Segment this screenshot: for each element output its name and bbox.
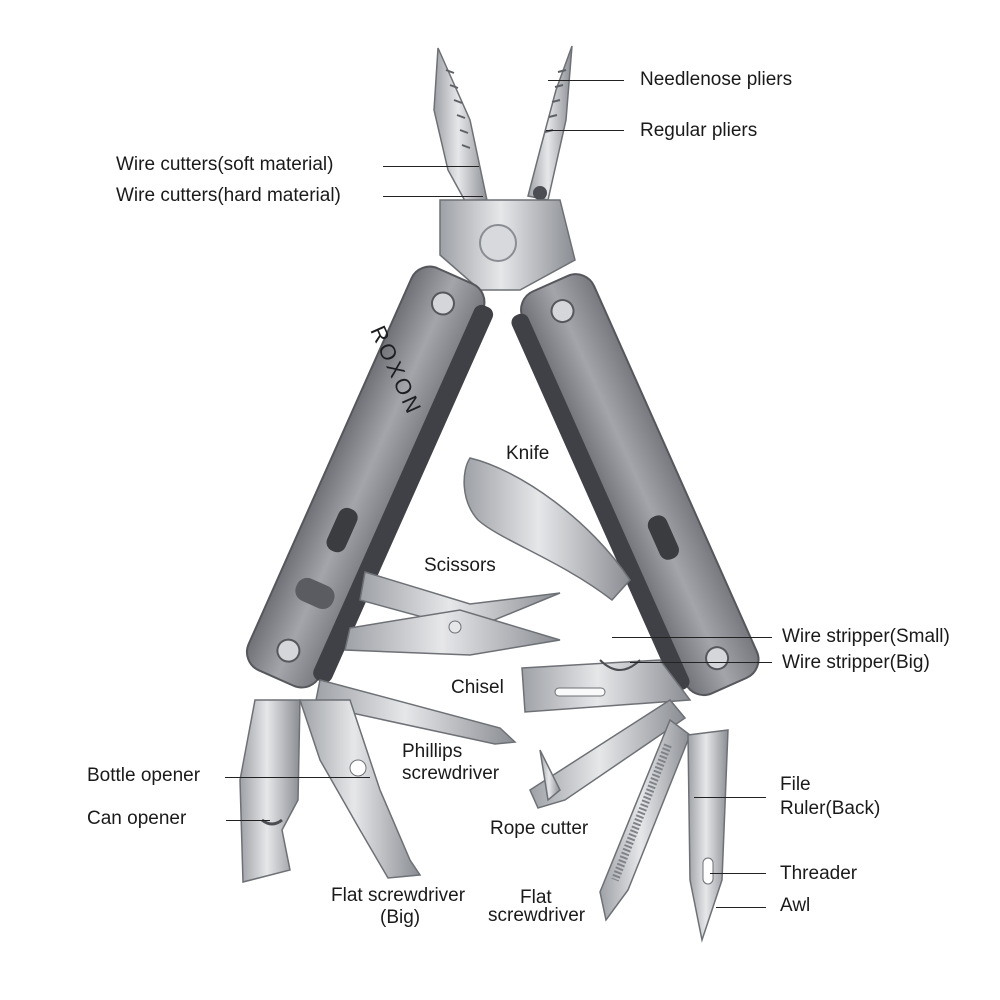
left-handle — [245, 265, 494, 689]
right-handle — [511, 273, 760, 697]
label-rope-cutter: Rope cutter — [490, 818, 589, 839]
label-knife: Knife — [506, 443, 550, 464]
leader-wire-stripper-big — [630, 662, 772, 663]
leader-regular-pliers — [546, 130, 624, 131]
label-wire-cutters-hard: Wire cutters(hard material) — [116, 185, 341, 206]
leader-wire-cutters-hard — [383, 196, 483, 197]
leader-awl — [716, 907, 766, 908]
label-threader: Threader — [780, 863, 858, 884]
label-file: File — [780, 774, 811, 795]
leader-needlenose — [548, 80, 624, 81]
needlenose-jaw-left — [433, 47, 489, 211]
leader-bottle-opener — [225, 777, 370, 778]
label-wire-cutters-soft: Wire cutters(soft material) — [116, 154, 334, 175]
file-blade — [599, 718, 691, 922]
leader-file — [694, 797, 766, 798]
leader-wire-stripper-small — [612, 637, 772, 638]
leader-threader — [710, 873, 766, 874]
rope-cutter — [529, 699, 687, 809]
label-wire-stripper-big: Wire stripper(Big) — [782, 652, 930, 673]
label-ruler-back: Ruler(Back) — [780, 798, 881, 819]
label-awl: Awl — [780, 895, 811, 916]
knife-blade — [463, 457, 631, 602]
label-can-opener: Can opener — [87, 808, 187, 829]
label-wire-stripper-small: Wire stripper(Small) — [782, 626, 950, 647]
label-scissors: Scissors — [424, 555, 496, 576]
label-flat-big-line2: (Big) — [380, 907, 421, 928]
plier-pivot — [439, 199, 576, 291]
label-phillips-line2: screwdriver — [402, 763, 500, 784]
label-chisel: Chisel — [451, 677, 504, 698]
label-flat-line1: Flat — [520, 887, 552, 908]
label-phillips-line1: Phillips — [402, 741, 463, 762]
needlenose-jaw-right — [527, 45, 573, 201]
label-bottle-opener: Bottle opener — [87, 765, 201, 786]
awl-blade — [687, 729, 729, 943]
label-regular-pliers: Regular pliers — [640, 120, 758, 141]
leader-wire-cutters-soft — [383, 166, 479, 167]
label-flat-big-line1: Flat screwdriver — [331, 885, 466, 906]
bottle-opener-blade — [298, 699, 422, 879]
label-flat-line2: screwdriver — [488, 905, 586, 926]
chisel-tool — [521, 659, 692, 713]
label-needlenose-pliers: Needlenose pliers — [640, 69, 793, 90]
can-opener-blade — [239, 699, 301, 883]
leader-can-opener — [226, 820, 270, 821]
scissors — [344, 571, 561, 656]
